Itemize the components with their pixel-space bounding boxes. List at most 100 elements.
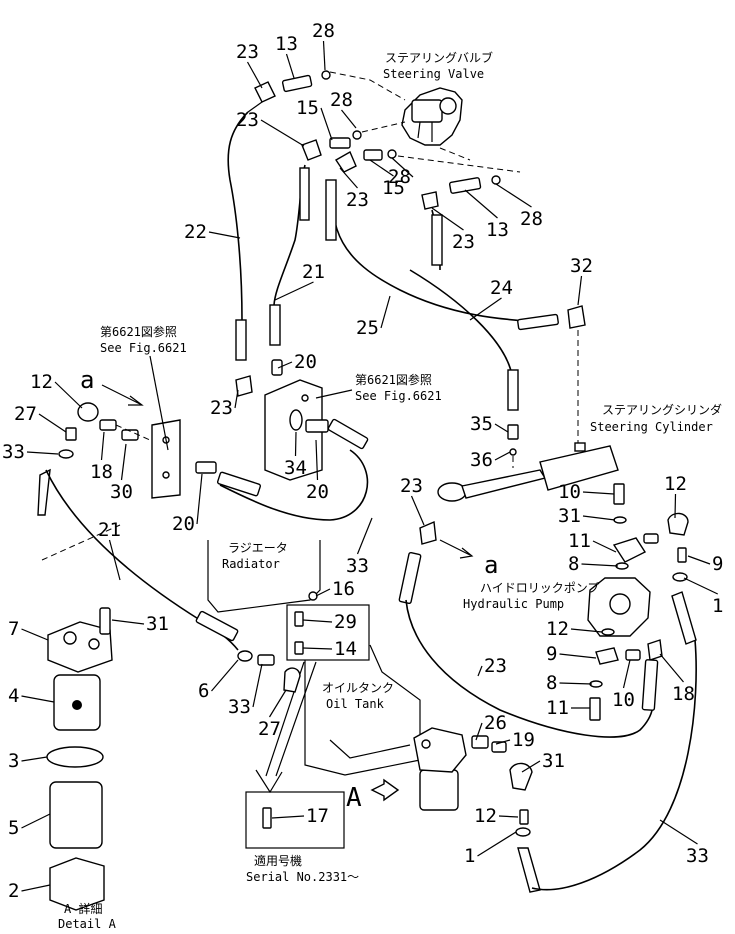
callout-number: 23	[236, 41, 259, 63]
callout-number: 24	[490, 277, 513, 299]
callout-leader	[21, 628, 49, 641]
clamp-33-filter	[515, 827, 531, 837]
callout-number: 36	[470, 449, 493, 471]
hose-21-lower-end	[216, 471, 262, 497]
callout-leader	[477, 665, 483, 677]
fitting-23-mid	[301, 139, 322, 161]
steering-valve	[401, 87, 463, 146]
ref-a-left: a	[80, 366, 94, 394]
see-fig-mid-en: See Fig.6621	[355, 389, 442, 403]
callout-number: 12	[30, 371, 53, 393]
hose-17-top	[671, 591, 697, 645]
callout-leader	[570, 628, 603, 633]
leader-valve-3	[397, 147, 521, 173]
callout-leader	[320, 107, 333, 141]
clamp-33-right	[672, 572, 688, 582]
callout-number: 25	[356, 317, 379, 339]
callout-number: 15	[382, 177, 405, 199]
callout-number: 32	[570, 255, 593, 277]
elbow-12-tank	[283, 667, 301, 693]
detail-a-label-en: Detail A	[58, 917, 117, 930]
callout-number: 3	[8, 750, 19, 772]
callout-number: 31	[558, 505, 581, 527]
callout-number: 17	[306, 805, 329, 827]
callout-number: 8	[546, 672, 557, 694]
callout-leader	[21, 756, 48, 762]
callout-number: 31	[146, 613, 169, 635]
callout-number: 33	[346, 555, 369, 577]
steering-valve-label-jp: ステアリングバルブ	[385, 50, 493, 65]
callout-number: 28	[388, 166, 411, 188]
callout-leader	[498, 815, 519, 818]
callout-number: 35	[470, 413, 493, 435]
callout-number: 28	[520, 208, 543, 230]
callout-leader	[21, 884, 51, 892]
radiator-label-jp: ラジエータ	[228, 541, 288, 555]
callout-leader	[475, 722, 483, 741]
oil-tank-label-jp: オイルタンク	[322, 681, 394, 695]
bracket-left	[151, 419, 181, 499]
callout-leader	[659, 819, 698, 845]
fitting-23-top	[247, 81, 276, 113]
callout-leader	[277, 361, 293, 369]
callout-leader	[302, 647, 333, 650]
detail-a-label-jp: A 詳細	[64, 901, 102, 916]
callout-number: 20	[294, 351, 317, 373]
fitting-15-b	[363, 149, 383, 161]
callout-number: 7	[8, 618, 19, 640]
callout-leader	[391, 157, 414, 178]
callout-number: 19	[512, 729, 535, 751]
hose-16-top	[37, 468, 51, 516]
leader-left	[115, 424, 151, 441]
callout-leader	[211, 659, 239, 692]
fitting-20-b	[305, 419, 329, 433]
callout-leader	[687, 555, 711, 565]
callout-number: 9	[546, 643, 557, 665]
callout-leader	[54, 381, 83, 409]
callout-leader	[581, 563, 619, 567]
callout-leader	[322, 40, 326, 71]
oring-9-lower	[601, 628, 615, 636]
callout-number: 23	[210, 397, 233, 419]
callout-number: 27	[258, 718, 281, 740]
oring-36	[509, 448, 517, 456]
hose-right-sleeve	[431, 214, 443, 266]
fitting-18-left	[99, 419, 117, 431]
callout-leader	[592, 540, 617, 553]
flange-8-upper	[612, 537, 647, 563]
callout-number: 33	[2, 441, 25, 463]
callout-leader	[246, 61, 263, 89]
callout-leader	[302, 619, 333, 623]
radiator-label-en: Radiator	[222, 557, 280, 571]
callout-number: 20	[306, 481, 329, 503]
callout-number: 12	[474, 805, 497, 827]
hose-21-mid-end	[327, 418, 369, 450]
callout-number: 21	[302, 261, 325, 283]
callout-leader	[622, 659, 631, 689]
hose-21-sleeve	[299, 167, 310, 221]
callout-number: 6	[198, 680, 209, 702]
callout-leader	[196, 473, 203, 525]
callout-leader	[315, 439, 319, 481]
callout-number: 21	[98, 519, 121, 541]
fitting-31-upper	[643, 533, 659, 544]
callout-leader	[271, 815, 305, 819]
nipple-27-tank	[257, 654, 275, 666]
callout-leader	[315, 588, 331, 597]
fitting-18-right	[625, 649, 641, 661]
ref-a-pump: a	[484, 551, 498, 579]
oil-tank-detail	[329, 739, 411, 759]
callout-leader	[494, 451, 511, 461]
nipple-1-filter	[519, 809, 529, 825]
serial-label-jp: 適用号機	[254, 853, 302, 868]
callout-leader	[431, 207, 464, 231]
callout-number: 12	[664, 473, 687, 495]
fitting-23-bracket	[235, 375, 253, 397]
steering-cylinder-label-jp: ステアリングシリンダ	[602, 402, 722, 417]
see-fig-mid-leader	[315, 389, 353, 399]
hose-22-end	[235, 319, 247, 361]
callout-leader	[252, 663, 263, 708]
elbow-12-right	[667, 512, 689, 536]
fitting-14-inset	[294, 611, 304, 627]
